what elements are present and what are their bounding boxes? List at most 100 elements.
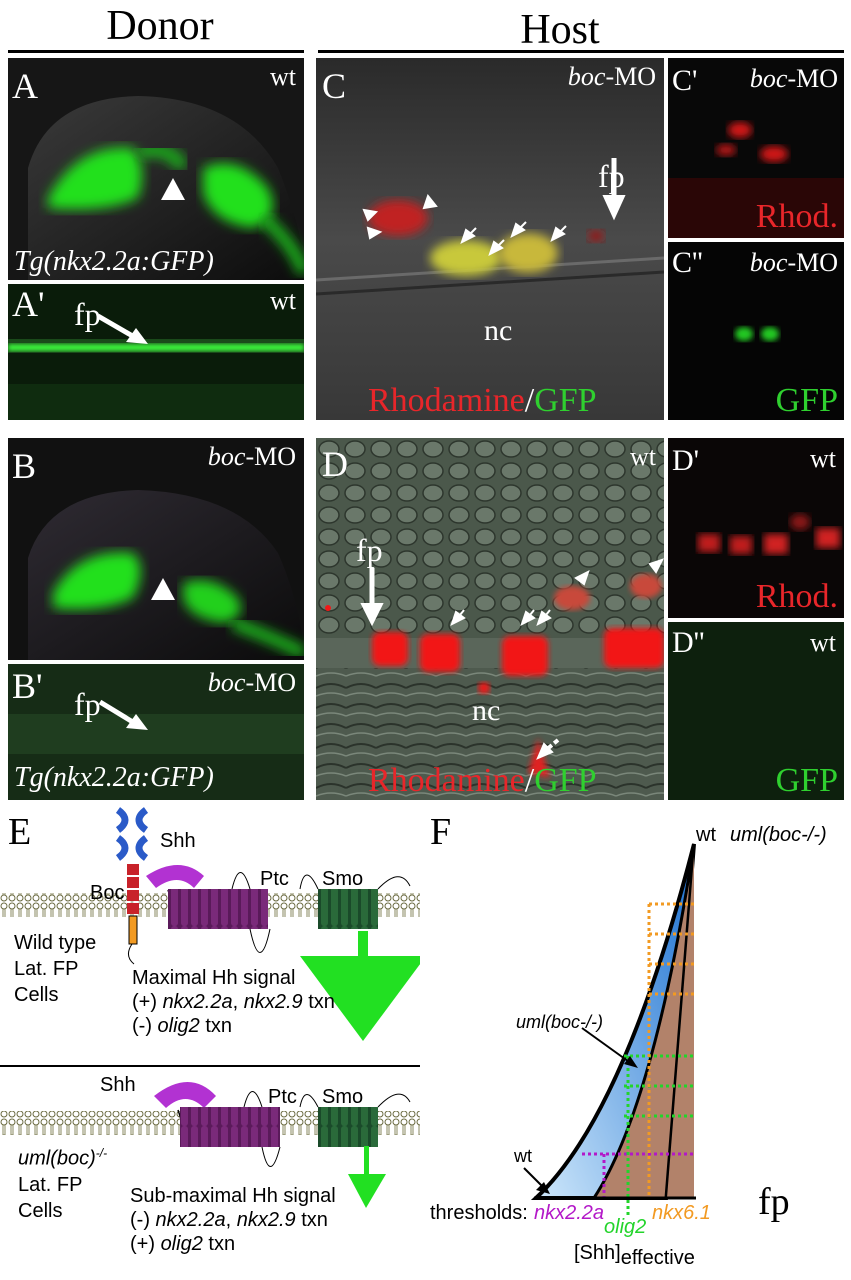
arrowhead-icon (648, 558, 664, 574)
panel-b-prime-tag-suffix: -MO (245, 668, 296, 697)
panel-c-double-prime-tag-suffix: -MO (787, 248, 838, 277)
donor-rule (8, 50, 304, 53)
panel-d-fp: fp (356, 532, 383, 568)
panel-a-prime-label: A' (12, 284, 45, 324)
wt-txn-1-suffix: txn (302, 991, 335, 1013)
panel-d-stain-caption: Rhodamine/GFP (368, 764, 597, 798)
arrowhead-icon (422, 193, 438, 210)
wt-txn-2: (-) olig2 txn (132, 1014, 335, 1038)
arrowhead-icon (362, 208, 379, 222)
panel-c-tag-gene: boc (567, 62, 606, 91)
panel-d-nc: nc (472, 694, 501, 727)
panel-f-diagram (523, 843, 696, 1216)
mutant-genotype-name: uml(boc) (18, 1147, 96, 1170)
mut-txn-1-prefix: (-) (130, 1209, 156, 1231)
panel-a-image (28, 96, 304, 280)
panel-d-stain2: GFP (534, 762, 597, 799)
mut-txn-1-gene-b: nkx2.9 (236, 1209, 296, 1231)
arrow-icon (96, 313, 138, 341)
panel-b-label: B (12, 446, 37, 486)
panel-c-tag-suffix: -MO (605, 62, 656, 91)
wt-txn-2-suffix: txn (199, 1015, 233, 1037)
panel-d-image (316, 438, 664, 800)
mutant-genotype: uml(boc)-/- (18, 1140, 107, 1172)
panel-c-label: C (322, 66, 347, 106)
panel-b-prime-tag: boc-MO (208, 670, 296, 696)
panel-c-tag: boc-MO (568, 64, 656, 90)
panel-e-diagram (0, 807, 420, 1208)
host-header: Host (520, 7, 600, 53)
panel-c-prime-stain: Rhod. (755, 198, 838, 235)
panel-d-prime-image (698, 514, 840, 554)
donor-header: Donor (106, 3, 214, 49)
ptc-top-label: Ptc (260, 868, 289, 890)
panel-c-double-prime-stain: GFP (775, 382, 838, 419)
x-axis-sub: effective (620, 1247, 695, 1269)
wildtype-line-2: Lat. FP (14, 958, 79, 980)
wt-txn-1-gene-a: nkx2.2a (162, 991, 233, 1013)
mut-txn-1-suffix: txn (295, 1209, 328, 1231)
threshold-nkx22a: nkx2.2a (534, 1202, 605, 1224)
panel-d-tag: wt (630, 442, 656, 471)
panel-c-prime: C' boc-MO Rhod. (668, 58, 844, 238)
wildtype-line-3: Cells (14, 984, 59, 1006)
wt-signal-text: Maximal Hh signal (+) nkx2.2a, nkx2.9 tx… (132, 966, 335, 1038)
panel-c-double-prime-image (735, 327, 779, 341)
panel-c-fp: fp (598, 158, 625, 194)
x-axis-main: [Shh] (574, 1242, 621, 1264)
threshold-olig2: olig2 (604, 1216, 647, 1238)
arrowhead-icon (366, 226, 383, 240)
wt-txn-1-sep: , (232, 991, 244, 1013)
panel-a-prime: A' wt fp (8, 284, 304, 420)
col-wt-label: wt (696, 824, 716, 846)
mut-txn-1: (-) nkx2.2a, nkx2.9 txn (130, 1208, 336, 1232)
arrow-icon (98, 699, 138, 727)
smo-top-label: Smo (322, 868, 364, 890)
panel-d: D wt fp nc Rhodamine/GFP (316, 438, 664, 800)
mutant-line-1: Lat. FP (18, 1173, 83, 1196)
panel-c-nc: nc (484, 314, 513, 347)
shh-top-label: Shh (160, 830, 196, 852)
panel-a: A wt Tg(nkx2.2a:GFP) (8, 58, 304, 280)
panel-c-prime-label: C' (672, 64, 698, 97)
mut-signal-text: Sub-maximal Hh signal (-) nkx2.2a, nkx2.… (130, 1184, 336, 1256)
host-rule (318, 50, 844, 53)
mut-txn-2-prefix: (+) (130, 1233, 161, 1255)
panel-b-prime: B' boc-MO fp Tg(nkx2.2a:GFP) (8, 664, 304, 800)
panel-b-prime-image (8, 664, 304, 800)
panel-b-tag-gene: boc (207, 442, 246, 471)
panel-a-caption: Tg(nkx2.2a:GFP) (14, 246, 214, 277)
mut-txn-1-sep: , (225, 1209, 237, 1231)
panel-d-double-prime-label: D'' (672, 626, 705, 659)
panel-b-tag: boc-MO (208, 444, 296, 470)
arrowhead-icon (574, 570, 590, 586)
panel-d-double-prime-stain: GFP (775, 762, 838, 799)
signal-max: Maximal Hh signal (132, 967, 296, 989)
boc-label: Boc (90, 882, 125, 904)
panel-c-slash: / (524, 382, 535, 419)
panel-b-image (28, 490, 304, 660)
mutant-line-2: Cells (18, 1199, 63, 1222)
panel-c-prime-image (668, 122, 844, 238)
arrowhead-icon (161, 178, 185, 200)
mut-txn-1-gene-a: nkx2.2a (155, 1209, 226, 1231)
panel-d-prime-tag: wt (810, 444, 836, 473)
panel-d-prime-stain: Rhod. (755, 578, 838, 615)
panel-a-prime-fp: fp (74, 296, 101, 332)
shh-bottom-label: Shh (100, 1074, 136, 1096)
mut-txn-2: (+) olig2 txn (130, 1232, 336, 1256)
mutant-label: uml(boc)-/- Lat. FP Cells (18, 1140, 107, 1224)
panel-d-double-prime-tag: wt (810, 628, 836, 657)
panel-d-label: D (322, 444, 348, 484)
panel-d-stain1: Rhodamine (368, 762, 525, 799)
panel-e-label: E (8, 811, 32, 853)
panel-d-slash: / (524, 762, 535, 799)
panel-c-stain2: GFP (534, 382, 597, 419)
panel-b-prime-caption: Tg(nkx2.2a:GFP) (14, 762, 214, 793)
panel-f-fp: fp (758, 1181, 790, 1223)
wildtype-label: Wild type Lat. FP Cells (14, 930, 96, 1008)
panel-c-prime-tag: boc-MO (750, 66, 838, 92)
panel-a-tag: wt (270, 62, 296, 91)
panel-c-image (316, 58, 664, 420)
curve-wt-label: wt (514, 1146, 532, 1166)
